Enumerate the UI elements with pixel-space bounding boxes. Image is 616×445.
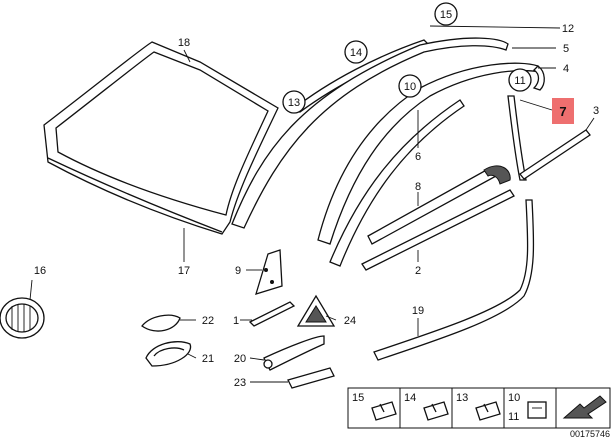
legend-cell-15-label: 15 (352, 392, 364, 404)
roof-trim-long[interactable] (231, 37, 509, 229)
callout-4: 4 (563, 63, 569, 75)
callout-2: 2 (415, 265, 421, 277)
callout-13: 13 (288, 97, 300, 109)
windshield-part[interactable] (43, 41, 279, 235)
kidney-grille-16[interactable] (0, 297, 45, 339)
b-pillar-trim-7[interactable] (507, 95, 527, 181)
callout-14: 14 (350, 47, 362, 59)
callout-21: 21 (202, 353, 214, 365)
callout-7: 7 (559, 104, 566, 119)
callout-10: 10 (404, 81, 416, 93)
legend-box: 15 14 13 10 11 (347, 387, 611, 429)
belt-strip-2[interactable] (361, 189, 515, 271)
grille-insert-22[interactable] (141, 314, 181, 332)
mirror-cover-9[interactable] (255, 249, 283, 295)
clip-icon-14 (423, 401, 449, 421)
highlight-box-7 (552, 98, 574, 124)
callout-19: 19 (412, 305, 424, 317)
diagram-id: 00175746 (570, 429, 610, 439)
callout-9: 9 (235, 265, 241, 277)
callout-12: 12 (562, 23, 574, 35)
callout-20: 20 (234, 353, 246, 365)
handle-trim-20[interactable] (263, 335, 325, 371)
clip-icon-15 (371, 401, 397, 421)
legend-cell-11-label: 11 (508, 411, 519, 423)
legend-cell-10-label: 10 (508, 392, 520, 404)
callout-24: 24 (344, 315, 356, 327)
callout-5: 5 (563, 43, 569, 55)
callout-circles (282, 2, 532, 114)
belt-strip-8[interactable] (367, 165, 511, 245)
leader-lines (29, 25, 595, 383)
door-frame-trim-6[interactable] (317, 62, 545, 267)
door-seal-19[interactable] (373, 199, 535, 361)
arrow-icon (562, 395, 607, 419)
emblem-strip-23[interactable] (287, 367, 335, 389)
callout-23: 23 (234, 377, 246, 389)
trim-strip-1[interactable] (248, 301, 296, 327)
callout-15: 15 (440, 9, 452, 21)
cover-cap-21[interactable] (145, 341, 192, 367)
clip-icon-10 (527, 401, 547, 419)
callout-8: 8 (415, 181, 421, 193)
callout-11: 11 (514, 75, 525, 87)
legend-cell-14-label: 14 (404, 392, 416, 404)
callout-1: 1 (233, 315, 239, 327)
legend-cell-13-label: 13 (456, 392, 468, 404)
clip-icon-13 (475, 401, 501, 421)
callout-18: 18 (178, 37, 190, 49)
callout-22: 22 (202, 315, 214, 327)
callout-3: 3 (593, 105, 599, 117)
callout-6: 6 (415, 151, 421, 163)
callout-17: 17 (178, 265, 190, 277)
warning-triangle-24[interactable] (296, 294, 336, 327)
seal-strip-3[interactable] (519, 129, 591, 180)
callout-16: 16 (34, 265, 46, 277)
